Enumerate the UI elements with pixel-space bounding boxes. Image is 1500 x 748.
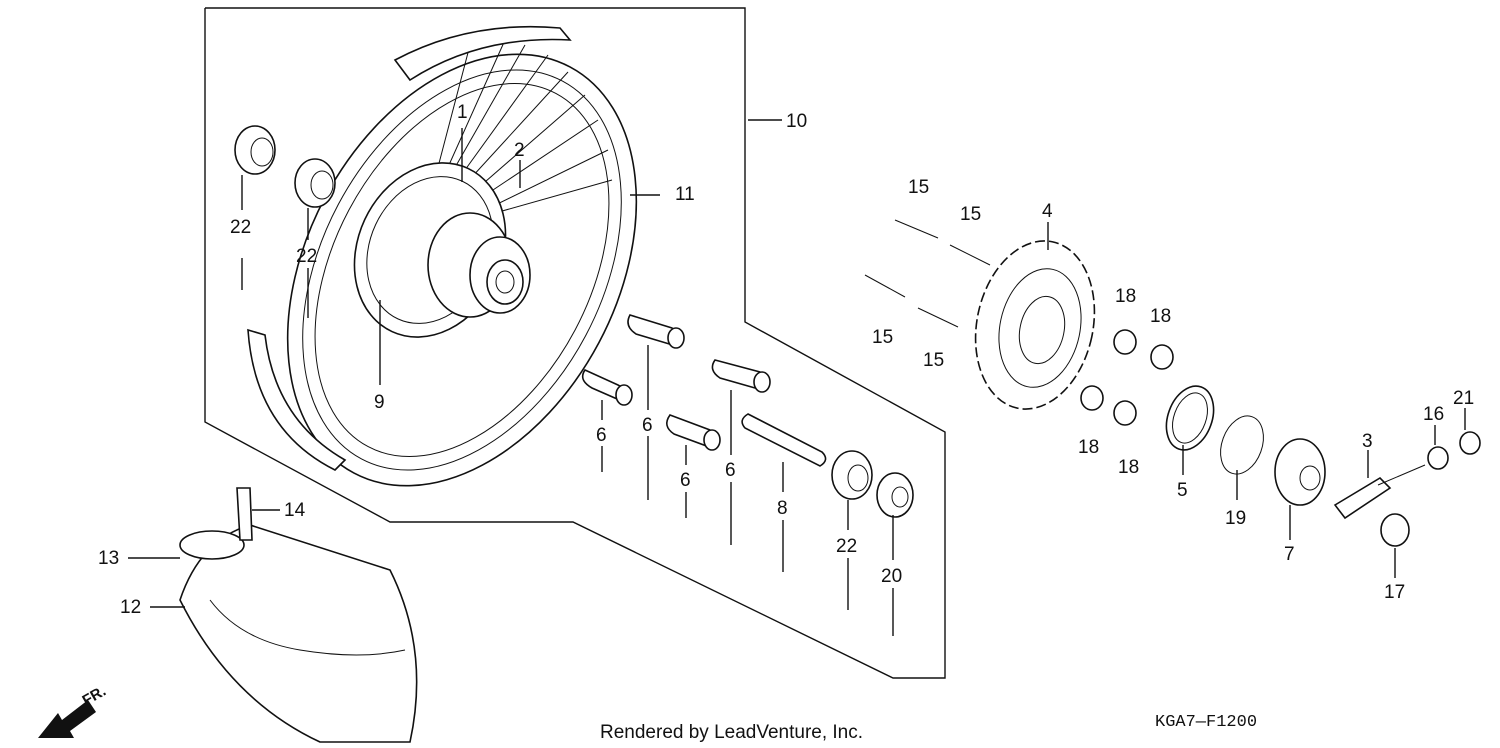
front-arrow-icon — [38, 700, 96, 738]
assembly-outline-10 — [204, 7, 946, 679]
label-18-a: 18 — [1115, 286, 1136, 307]
circlip-19 — [1220, 415, 1264, 475]
nut-17 — [1380, 513, 1410, 547]
leader-lines — [128, 119, 1466, 636]
label-10: 10 — [786, 111, 807, 132]
label-3: 3 — [1362, 431, 1373, 452]
part-labels: 1 2 10 11 9 22 22 15 15 15 15 4 18 18 18… — [98, 102, 1474, 618]
label-1: 1 — [457, 102, 468, 123]
spokes — [431, 39, 613, 216]
bearing-22-a — [234, 125, 276, 175]
label-21: 21 — [1453, 388, 1474, 409]
spacer-8 — [741, 413, 827, 467]
collar-7 — [1274, 438, 1326, 506]
label-22-b: 22 — [296, 246, 317, 267]
label-7: 7 — [1284, 544, 1295, 565]
seal-20 — [876, 472, 914, 518]
bearing-22-b — [294, 158, 336, 208]
label-18-d: 18 — [1118, 457, 1139, 478]
nuts-18 — [1080, 329, 1174, 426]
label-17: 17 — [1384, 582, 1405, 603]
hub-assembly — [353, 162, 531, 338]
label-12: 12 — [120, 597, 141, 618]
sprocket-4 — [974, 240, 1096, 410]
bearing-22-c — [831, 450, 873, 500]
label-22-a: 22 — [230, 217, 251, 238]
label-22-c: 22 — [836, 536, 857, 557]
collar-6-d — [711, 359, 771, 393]
rim-band — [247, 25, 572, 471]
label-14: 14 — [284, 500, 306, 521]
label-8: 8 — [777, 498, 788, 519]
label-6-b: 6 — [642, 415, 653, 436]
label-13: 13 — [98, 548, 119, 569]
label-18-b: 18 — [1150, 306, 1171, 327]
label-6-a: 6 — [596, 425, 607, 446]
ring-5 — [1165, 385, 1215, 451]
label-2: 2 — [514, 140, 525, 161]
diagram-code: KGA7—F1200 — [1155, 713, 1257, 732]
label-15-d: 15 — [923, 350, 944, 371]
nut-16 — [1427, 446, 1449, 470]
label-6-d: 6 — [725, 460, 736, 481]
adjuster-3 — [1333, 464, 1426, 520]
tube-13 — [179, 530, 245, 560]
label-9: 9 — [374, 392, 385, 413]
label-11: 11 — [675, 184, 695, 205]
collar-6-b — [627, 314, 685, 349]
label-5: 5 — [1177, 480, 1188, 501]
front-direction-marker: FR. — [38, 683, 109, 738]
rim-band-14 — [236, 487, 253, 541]
collar-6-a — [581, 368, 633, 406]
label-20: 20 — [881, 566, 902, 587]
label-18-c: 18 — [1078, 437, 1099, 458]
label-19: 19 — [1225, 508, 1246, 529]
nut-21 — [1459, 431, 1481, 455]
label-15-a: 15 — [908, 177, 929, 198]
collar-6-c — [666, 414, 721, 451]
label-15-c: 15 — [872, 327, 893, 348]
label-6-c: 6 — [680, 470, 691, 491]
label-4: 4 — [1042, 201, 1053, 222]
label-15-b: 15 — [960, 204, 981, 225]
credit-text: Rendered by LeadVenture, Inc. — [600, 722, 863, 743]
studs-15 — [864, 219, 991, 328]
label-16: 16 — [1423, 404, 1444, 425]
